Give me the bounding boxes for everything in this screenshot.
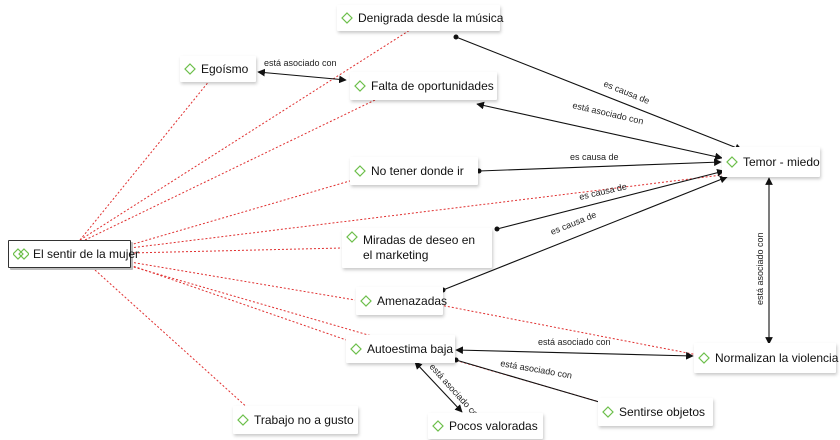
node-amenazadas-label: Amenazadas bbox=[377, 293, 448, 308]
node-falta[interactable]: Falta de oportunidades bbox=[350, 72, 497, 100]
node-pocos-label: Pocos valoradas bbox=[449, 418, 538, 433]
concept-diamond-icon bbox=[350, 343, 362, 355]
label-falta-temor: está asociado con bbox=[572, 100, 645, 126]
link-denigrada-temor bbox=[455, 36, 743, 152]
node-falta-label: Falta de oportunidades bbox=[371, 78, 494, 93]
concept-diamond-icon bbox=[341, 12, 353, 24]
node-temor-label: Temor - miedo bbox=[743, 154, 820, 169]
node-autoestima-label: Autoestima baja bbox=[367, 341, 454, 356]
link-autoestima-normalizan bbox=[455, 346, 694, 360]
concept-diamond-icon bbox=[354, 165, 366, 177]
node-miradas-label: Miradas de deseo en el marketing bbox=[363, 233, 476, 262]
link-amenazadas-temor bbox=[442, 175, 728, 291]
node-trabajo[interactable]: Trabajo no a gusto bbox=[233, 406, 358, 434]
label-miradas-temor: es causa de bbox=[578, 181, 628, 202]
concept-diamond-icon bbox=[184, 63, 196, 75]
node-trabajo-label: Trabajo no a gusto bbox=[254, 412, 354, 427]
node-denigrada[interactable]: Denigrada desde la música bbox=[337, 5, 504, 31]
link-autoestima-sentirse bbox=[455, 359, 607, 406]
link-root-egoismo bbox=[79, 79, 211, 241]
concept-diamond-icon bbox=[360, 295, 372, 307]
concept-diamond-icon bbox=[432, 420, 444, 432]
label-denigrada-temor: es causa de bbox=[602, 79, 651, 106]
label-egoismo-falta: está asociado con bbox=[264, 58, 337, 68]
node-normalizan[interactable]: Normalizan la violencia bbox=[694, 343, 839, 373]
link-root-amenazadas bbox=[129, 261, 356, 301]
node-egoismo-label: Egoísmo bbox=[201, 61, 249, 76]
concept-diamond-icon bbox=[354, 80, 366, 92]
node-pocos[interactable]: Pocos valoradas bbox=[428, 413, 543, 439]
node-egoismo[interactable]: Egoísmo bbox=[180, 56, 256, 82]
relation-links bbox=[257, 36, 773, 413]
label-temor-normalizan: está asociado con bbox=[755, 232, 765, 305]
link-root-autoestima bbox=[129, 264, 356, 344]
link-falta-temor bbox=[476, 101, 723, 161]
link-no-tener-temor bbox=[478, 158, 722, 172]
node-autoestima[interactable]: Autoestima baja bbox=[346, 335, 455, 363]
link-amenazadas-normalizan bbox=[439, 304, 699, 356]
concept-diamond-icon bbox=[237, 414, 249, 426]
root-node[interactable]: El sentir de la mujer bbox=[8, 240, 139, 268]
node-amenazadas[interactable]: Amenazadas bbox=[356, 287, 447, 315]
link-autoestima-pocos bbox=[414, 361, 463, 413]
node-denigrada-label: Denigrada desde la música bbox=[358, 10, 504, 25]
concept-diamond-icon bbox=[346, 231, 358, 243]
label-autoestima-sentirse: está asociado con bbox=[500, 358, 573, 380]
link-root-temor bbox=[129, 174, 723, 249]
node-miradas[interactable]: Miradas de deseo en el marketing bbox=[342, 228, 492, 268]
concept-diamond-icon bbox=[13, 248, 29, 260]
node-normalizan-label: Normalizan la violencia bbox=[715, 350, 839, 365]
node-no-tener[interactable]: No tener donde ir bbox=[350, 157, 478, 185]
concept-diamond-icon bbox=[698, 352, 710, 364]
link-root-falta bbox=[84, 99, 376, 241]
node-no-tener-label: No tener donde ir bbox=[371, 163, 464, 178]
node-temor[interactable]: Temor - miedo bbox=[722, 147, 820, 177]
node-sentirse-label: Sentirse objetos bbox=[619, 404, 706, 419]
link-root-miradas bbox=[129, 247, 343, 254]
root-node-label: El sentir de la mujer bbox=[33, 246, 140, 261]
label-no-tener-temor: es causa de bbox=[570, 152, 619, 162]
label-autoestima-normalizan: está asociado con bbox=[538, 337, 611, 347]
link-root-denigrada bbox=[79, 29, 411, 241]
link-miradas-temor bbox=[496, 168, 725, 230]
node-sentirse[interactable]: Sentirse objetos bbox=[598, 398, 713, 426]
concept-diamond-icon bbox=[602, 406, 614, 418]
link-root-no-tener bbox=[129, 177, 361, 246]
link-egoismo-falta bbox=[257, 68, 347, 84]
link-root-trabajo bbox=[94, 269, 251, 411]
concept-diamond-icon bbox=[726, 156, 738, 168]
